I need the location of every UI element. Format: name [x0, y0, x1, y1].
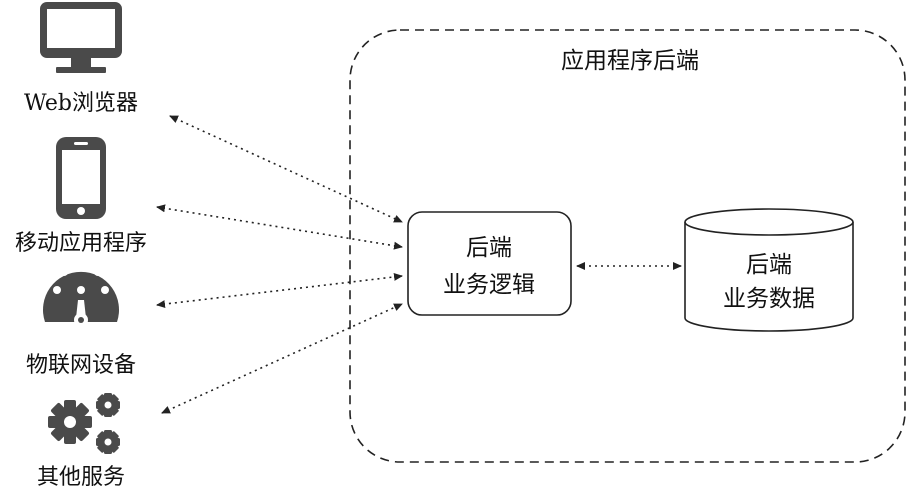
client-label-iot-device: 物联网设备: [26, 353, 136, 378]
database-cylinder-icon: [684, 208, 854, 332]
business-logic-line1: 后端: [466, 235, 512, 261]
client-label-web-browser: Web浏览器: [24, 91, 138, 116]
business-data-line2: 业务数据: [723, 286, 815, 312]
arrow-mobile-app-to-logic: [156, 204, 403, 250]
client-label-mobile-app: 移动应用程序: [15, 231, 147, 256]
gears-icon: [48, 393, 120, 454]
business-data-line1: 后端: [746, 252, 792, 278]
business-logic-line2: 业务逻辑: [443, 272, 535, 298]
business-logic-box: [407, 211, 572, 316]
client-label-other-services: 其他服务: [37, 465, 125, 490]
smartphone-icon: [56, 137, 106, 219]
arrow-iot-device-to-logic: [156, 272, 403, 309]
monitor-icon: [40, 2, 122, 73]
arrow-other-services-to-logic: [161, 303, 403, 414]
arrow-web-browser-to-logic: [169, 115, 403, 223]
backend-container-title: 应用程序后端: [561, 48, 699, 74]
gauge-icon: [43, 268, 119, 327]
